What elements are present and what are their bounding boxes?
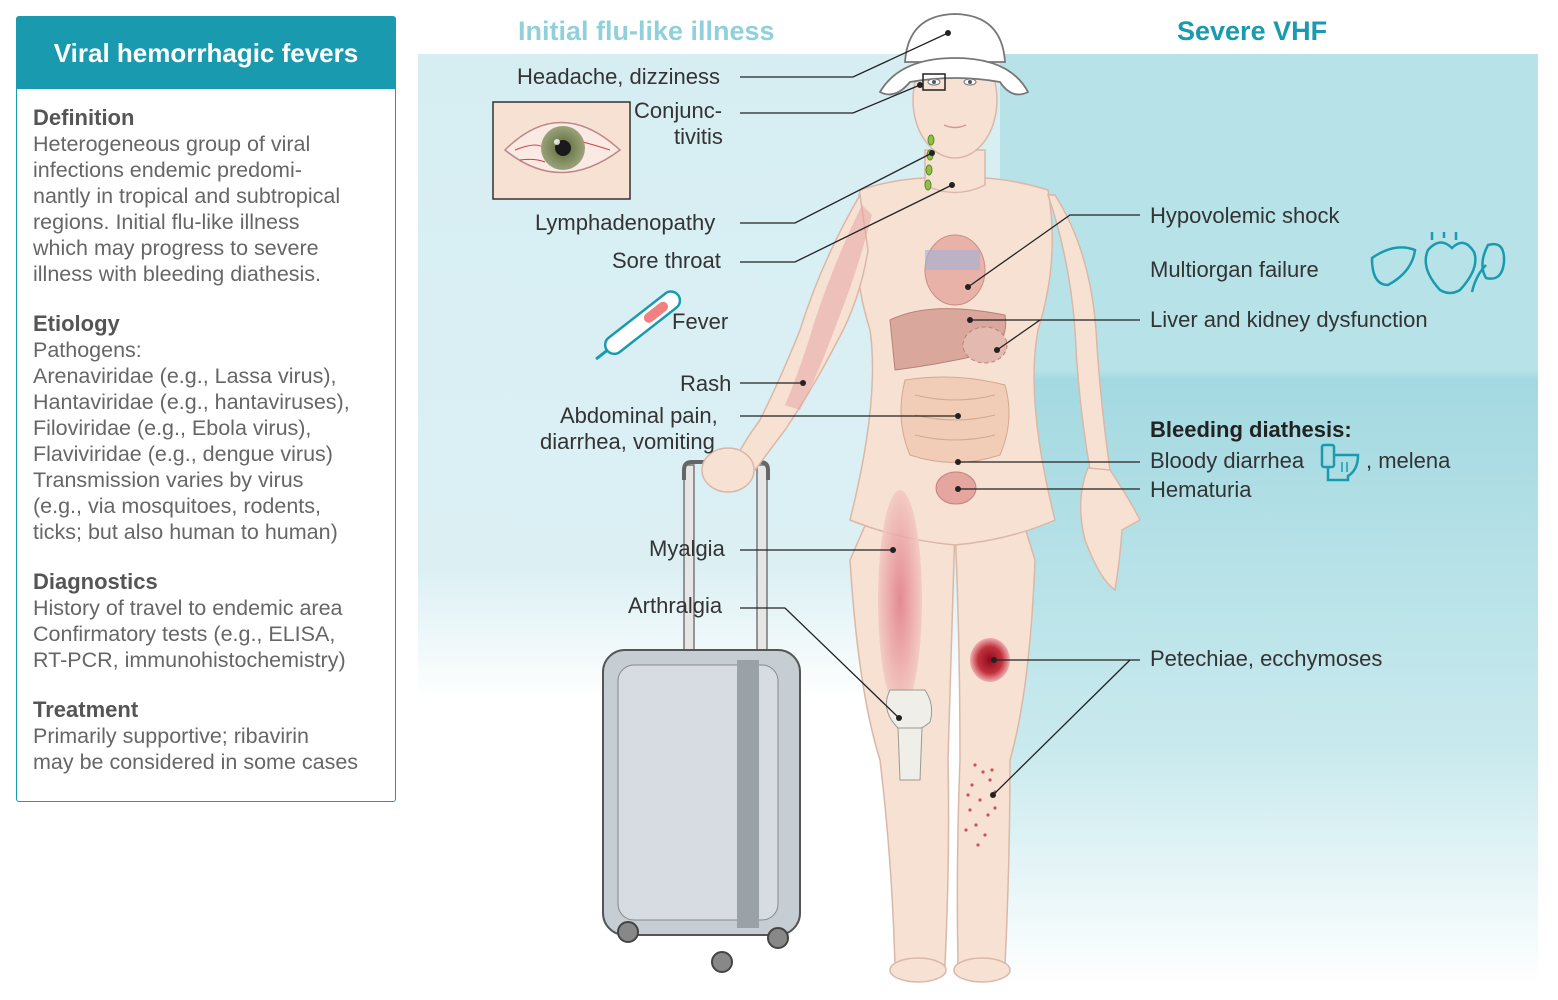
label-bloody-diarrhea: Bloody diarrhea: [1150, 448, 1305, 473]
thigh-muscle: [878, 490, 922, 710]
section-line: ticks; but also human to human): [33, 520, 338, 544]
label-myalgia: Myalgia: [649, 536, 725, 561]
kidney-icon: [1470, 242, 1506, 293]
section-line: Arenaviridae (e.g., Lassa virus),: [33, 364, 337, 388]
section-line: infections endemic predomi-: [33, 158, 302, 182]
label-hematuria: Hematuria: [1150, 477, 1252, 502]
label-hypovolemic-shock: Hypovolemic shock: [1150, 203, 1340, 228]
section-line: which may progress to severe: [33, 236, 319, 260]
hat: [878, 13, 1030, 96]
petechiae: [964, 763, 997, 847]
leader-dots: [800, 30, 1000, 798]
severe-phase-heading: Severe VHF: [1177, 16, 1328, 46]
label-conjunctivitis-2: tivitis: [674, 124, 723, 149]
label-abdominal-1: Abdominal pain,: [560, 403, 718, 428]
label-conjunctivitis-1: Conjunc-: [634, 98, 723, 123]
bleeding-diathesis-text: Bleeding diathesis:: [1150, 417, 1352, 442]
label-multiorgan-failure: Multiorgan failure: [1150, 257, 1319, 282]
section-line: RT-PCR, immunohistochemistry): [33, 648, 346, 672]
eye-inset: [492, 101, 631, 200]
label-rash: Rash: [680, 371, 732, 396]
label-melena: , melena: [1366, 448, 1451, 473]
panel-title: Viral hemorrhagic fevers: [17, 17, 395, 89]
section-line: Transmission varies by virus: [33, 468, 304, 492]
label-sore-throat: Sore throat: [612, 248, 721, 273]
section-title: Treatment: [33, 697, 139, 722]
label-arthralgia: Arthralgia: [628, 593, 723, 618]
leader-lines: [740, 32, 1140, 796]
label-lymphadenopathy: Lymphadenopathy: [535, 210, 716, 235]
heart-icon: [1424, 232, 1477, 295]
section-line: may be considered in some cases: [33, 750, 359, 774]
section-title: Etiology: [33, 311, 120, 336]
ecchymosis: [970, 638, 1010, 682]
section-title: Diagnostics: [33, 569, 158, 594]
label-bleeding-diathesis: Bleeding diathesis:: [1150, 417, 1352, 443]
label-liver-kidney: Liver and kidney dysfunction: [1150, 307, 1428, 332]
section-line: Heterogeneous group of viral: [33, 132, 311, 156]
initial-phase-heading: Initial flu-like illness: [518, 16, 775, 46]
label-petechiae: Petechiae, ecchymoses: [1150, 646, 1383, 671]
lymph-nodes: [924, 134, 935, 191]
thermometer-icon: [595, 290, 682, 361]
label-abdominal-2: diarrhea, vomiting: [540, 429, 715, 454]
liver-icon: [1370, 246, 1417, 287]
section-line: Hantaviridae (e.g., hantaviruses),: [33, 390, 350, 414]
section-line: Confirmatory tests (e.g., ELISA,: [33, 622, 336, 646]
section-line: Filoviridae (e.g., Ebola virus),: [33, 416, 312, 440]
section-line: History of travel to endemic area: [33, 596, 343, 620]
toilet-icon: [1320, 443, 1360, 482]
section-line: nantly in tropical and subtropical: [33, 184, 341, 208]
face: [922, 73, 977, 129]
rash: [785, 205, 872, 410]
section-line: Primarily supportive; ribavirin: [33, 724, 309, 748]
section-line: illness with bleeding diathesis.: [33, 262, 322, 286]
suitcase: [602, 460, 801, 973]
section-line: regions. Initial flu-like illness: [33, 210, 300, 234]
section-line: Pathogens:: [33, 338, 142, 362]
section-title: Definition: [33, 105, 135, 130]
section-line: Flaviviridae (e.g., dengue virus): [33, 442, 333, 466]
section-line: (e.g., via mosquitoes, rodents,: [33, 494, 322, 518]
label-headache: Headache, dizziness: [517, 64, 721, 89]
label-fever: Fever: [672, 309, 729, 334]
